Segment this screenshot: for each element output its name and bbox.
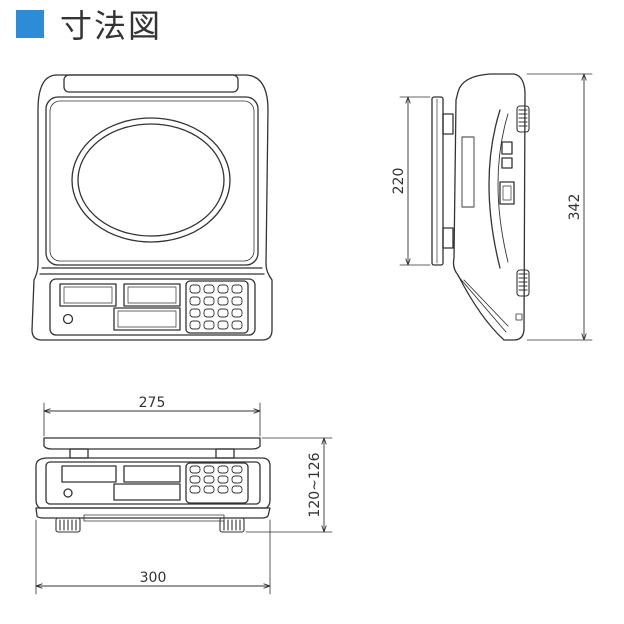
- top-view: [31, 74, 273, 341]
- page-title: 寸法図: [60, 7, 163, 45]
- dim-label-220: 220: [391, 168, 407, 195]
- front-view: [35, 402, 333, 595]
- side-view: [399, 73, 593, 341]
- dim-label-275: 275: [139, 395, 166, 411]
- dim-label-120-126: 120~126: [307, 452, 323, 517]
- dim-label-342: 342: [567, 194, 583, 221]
- section-header: 寸法図: [16, 4, 163, 45]
- dim-label-300: 300: [140, 570, 167, 586]
- header-square-icon: [16, 10, 44, 38]
